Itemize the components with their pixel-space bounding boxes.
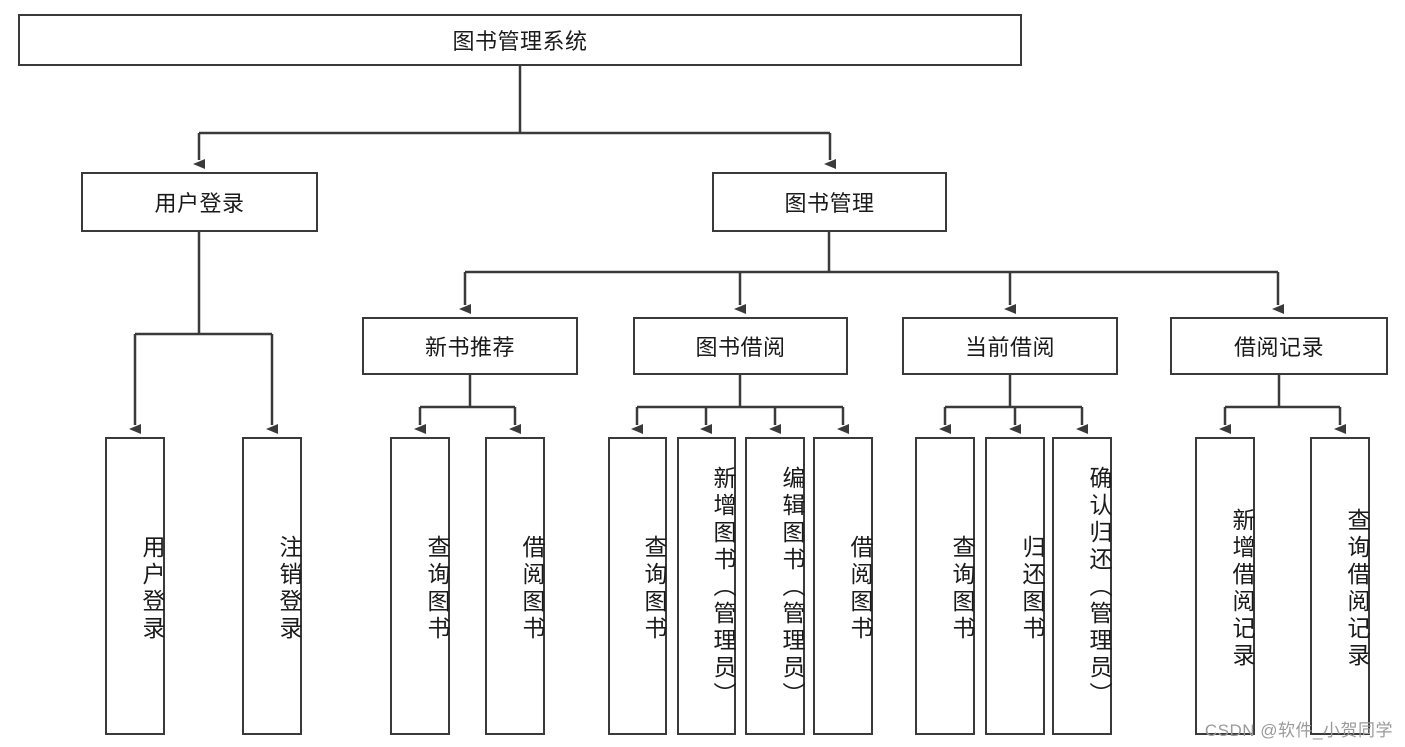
- node-borrow-record[interactable]: 借阅记录: [1170, 317, 1388, 375]
- node-leaf-user-login-label: 用户登录: [139, 535, 165, 643]
- node-leaf-query-book-cur[interactable]: 查询图书: [915, 437, 975, 735]
- node-leaf-add-borrow-record[interactable]: 新增借阅记录: [1195, 437, 1255, 735]
- node-leaf-borrow-book-rec-label: 借阅图书: [519, 535, 545, 643]
- node-leaf-add-borrow-record-label: 新增借阅记录: [1229, 508, 1255, 670]
- node-current-borrow[interactable]: 当前借阅: [902, 317, 1118, 375]
- node-leaf-user-logout[interactable]: 注销登录: [242, 437, 302, 735]
- node-leaf-borrow-book[interactable]: 借阅图书: [813, 437, 873, 735]
- node-leaf-return-book[interactable]: 归还图书: [985, 437, 1045, 735]
- node-leaf-user-login[interactable]: 用户登录: [105, 437, 165, 735]
- node-leaf-query-book-cur-label: 查询图书: [949, 535, 975, 643]
- node-leaf-borrow-book-rec[interactable]: 借阅图书: [485, 437, 545, 735]
- node-book-borrow-label: 图书借阅: [695, 335, 786, 360]
- node-current-borrow-label: 当前借阅: [964, 335, 1055, 360]
- node-leaf-return-book-label: 归还图书: [1019, 535, 1045, 643]
- node-leaf-query-book-borrow[interactable]: 查询图书: [608, 437, 667, 735]
- node-user-login[interactable]: 用户登录: [81, 172, 318, 232]
- node-leaf-query-borrow-record[interactable]: 查询借阅记录: [1310, 437, 1370, 735]
- node-root[interactable]: 图书管理系统: [18, 14, 1022, 66]
- node-leaf-query-book-borrow-label: 查询图书: [641, 535, 667, 643]
- node-leaf-add-book-admin-label: 新增图书（管理员）: [710, 466, 736, 709]
- node-book-manage[interactable]: 图书管理: [712, 172, 947, 232]
- node-leaf-add-book-admin[interactable]: 新增图书（管理员）: [677, 437, 736, 735]
- node-leaf-edit-book-admin-label: 编辑图书（管理员）: [779, 466, 805, 709]
- node-borrow-record-label: 借阅记录: [1233, 335, 1324, 360]
- node-new-book-recommend[interactable]: 新书推荐: [362, 317, 578, 375]
- node-root-label: 图书管理系统: [452, 29, 588, 54]
- node-leaf-query-borrow-record-label: 查询借阅记录: [1344, 508, 1370, 670]
- node-leaf-confirm-return-admin[interactable]: 确认归还（管理员）: [1052, 437, 1112, 735]
- node-leaf-user-logout-label: 注销登录: [276, 535, 302, 643]
- node-book-borrow[interactable]: 图书借阅: [633, 317, 848, 375]
- node-leaf-query-book-rec-label: 查询图书: [424, 535, 450, 643]
- node-leaf-confirm-return-admin-label: 确认归还（管理员）: [1086, 466, 1112, 709]
- node-leaf-query-book-rec[interactable]: 查询图书: [390, 437, 450, 735]
- node-new-book-recommend-label: 新书推荐: [424, 335, 515, 360]
- node-user-login-label: 用户登录: [154, 191, 245, 216]
- node-book-manage-label: 图书管理: [784, 191, 875, 216]
- node-leaf-edit-book-admin[interactable]: 编辑图书（管理员）: [745, 437, 805, 735]
- watermark: CSDN @软件_小贺同学: [1204, 721, 1393, 740]
- node-leaf-borrow-book-label: 借阅图书: [847, 535, 873, 643]
